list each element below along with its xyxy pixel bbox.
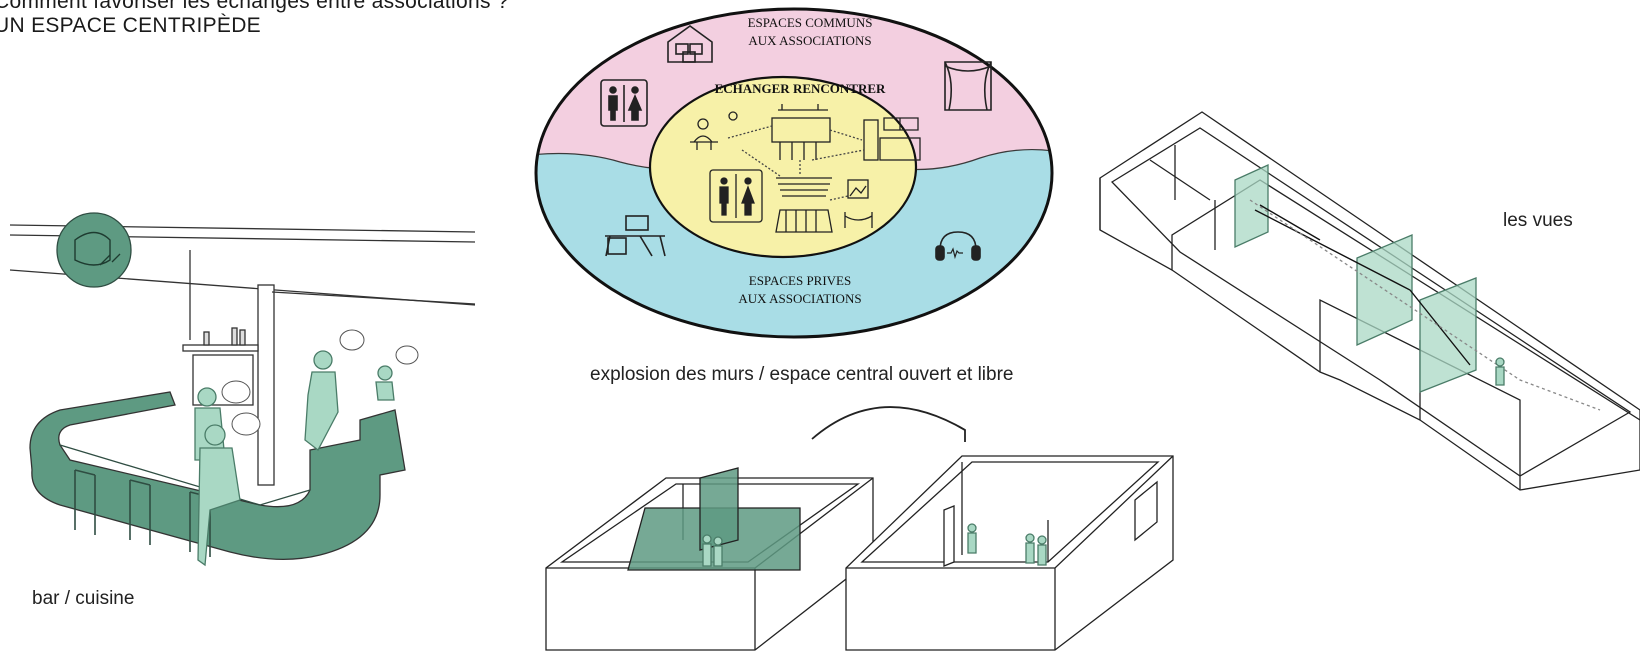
common-spaces-label-1: ESPACES COMMUNS [748,15,873,30]
wall-explosion-arrow [811,406,966,442]
caption-bar-kitchen: bar / cuisine [32,588,135,609]
views-plan-illustration [1099,111,1640,491]
people-figures [194,350,395,567]
headphones-audio-icon [935,231,981,261]
connection-arrows [727,125,865,201]
private-spaces-label-2: AUX ASSOCIATIONS [738,291,861,306]
toilets-center-icon [709,169,763,223]
caption-wall-explosion: explosion des murs / espace central ouve… [590,364,1014,385]
speech-bubbles [221,329,419,436]
sight-lines [1254,204,1471,366]
common-spaces-label-2: AUX ASSOCIATIONS [748,33,871,48]
yellow-exchange-zone [648,75,918,259]
bottles [203,327,246,346]
figure-views [1495,357,1505,386]
desk-workspace-icon [605,215,666,257]
bar-sign [56,212,132,288]
page-heading: Comment favoriser les échanges entre ass… [0,0,509,38]
bar-kitchen-illustration [9,212,476,567]
associations-ellipse-diagram: ESPACES COMMUNS AUX ASSOCIATIONS ECHANGE… [534,7,1054,339]
box-before-walls [545,467,874,651]
bar-counter [29,391,406,560]
caption-views: les vues [1503,210,1573,231]
heading-title: UN ESPACE CENTRIPÈDE [0,14,261,37]
outer-ellipse [534,7,1054,339]
meeting-people-icon [690,111,738,150]
figures-before [702,534,723,567]
box-after-open [845,455,1174,651]
pillar [257,284,275,486]
stage-curtain-icon [944,61,992,111]
view-windows-green [1234,163,1477,393]
storage-boxes-icon [667,25,713,63]
figures-after [967,523,1047,566]
auditorium-seats-icon [775,177,833,233]
private-spaces-label-1: ESPACES PRIVES [749,273,851,288]
heading-question: Comment favoriser les échanges entre ass… [0,0,509,13]
exhibition-icon [844,179,873,228]
toilets-icon [600,79,648,127]
wall-shelf [182,344,259,352]
exchange-meet-label: ECHANGER RENCONTRER [715,81,886,96]
kitchen-icon [863,117,921,161]
